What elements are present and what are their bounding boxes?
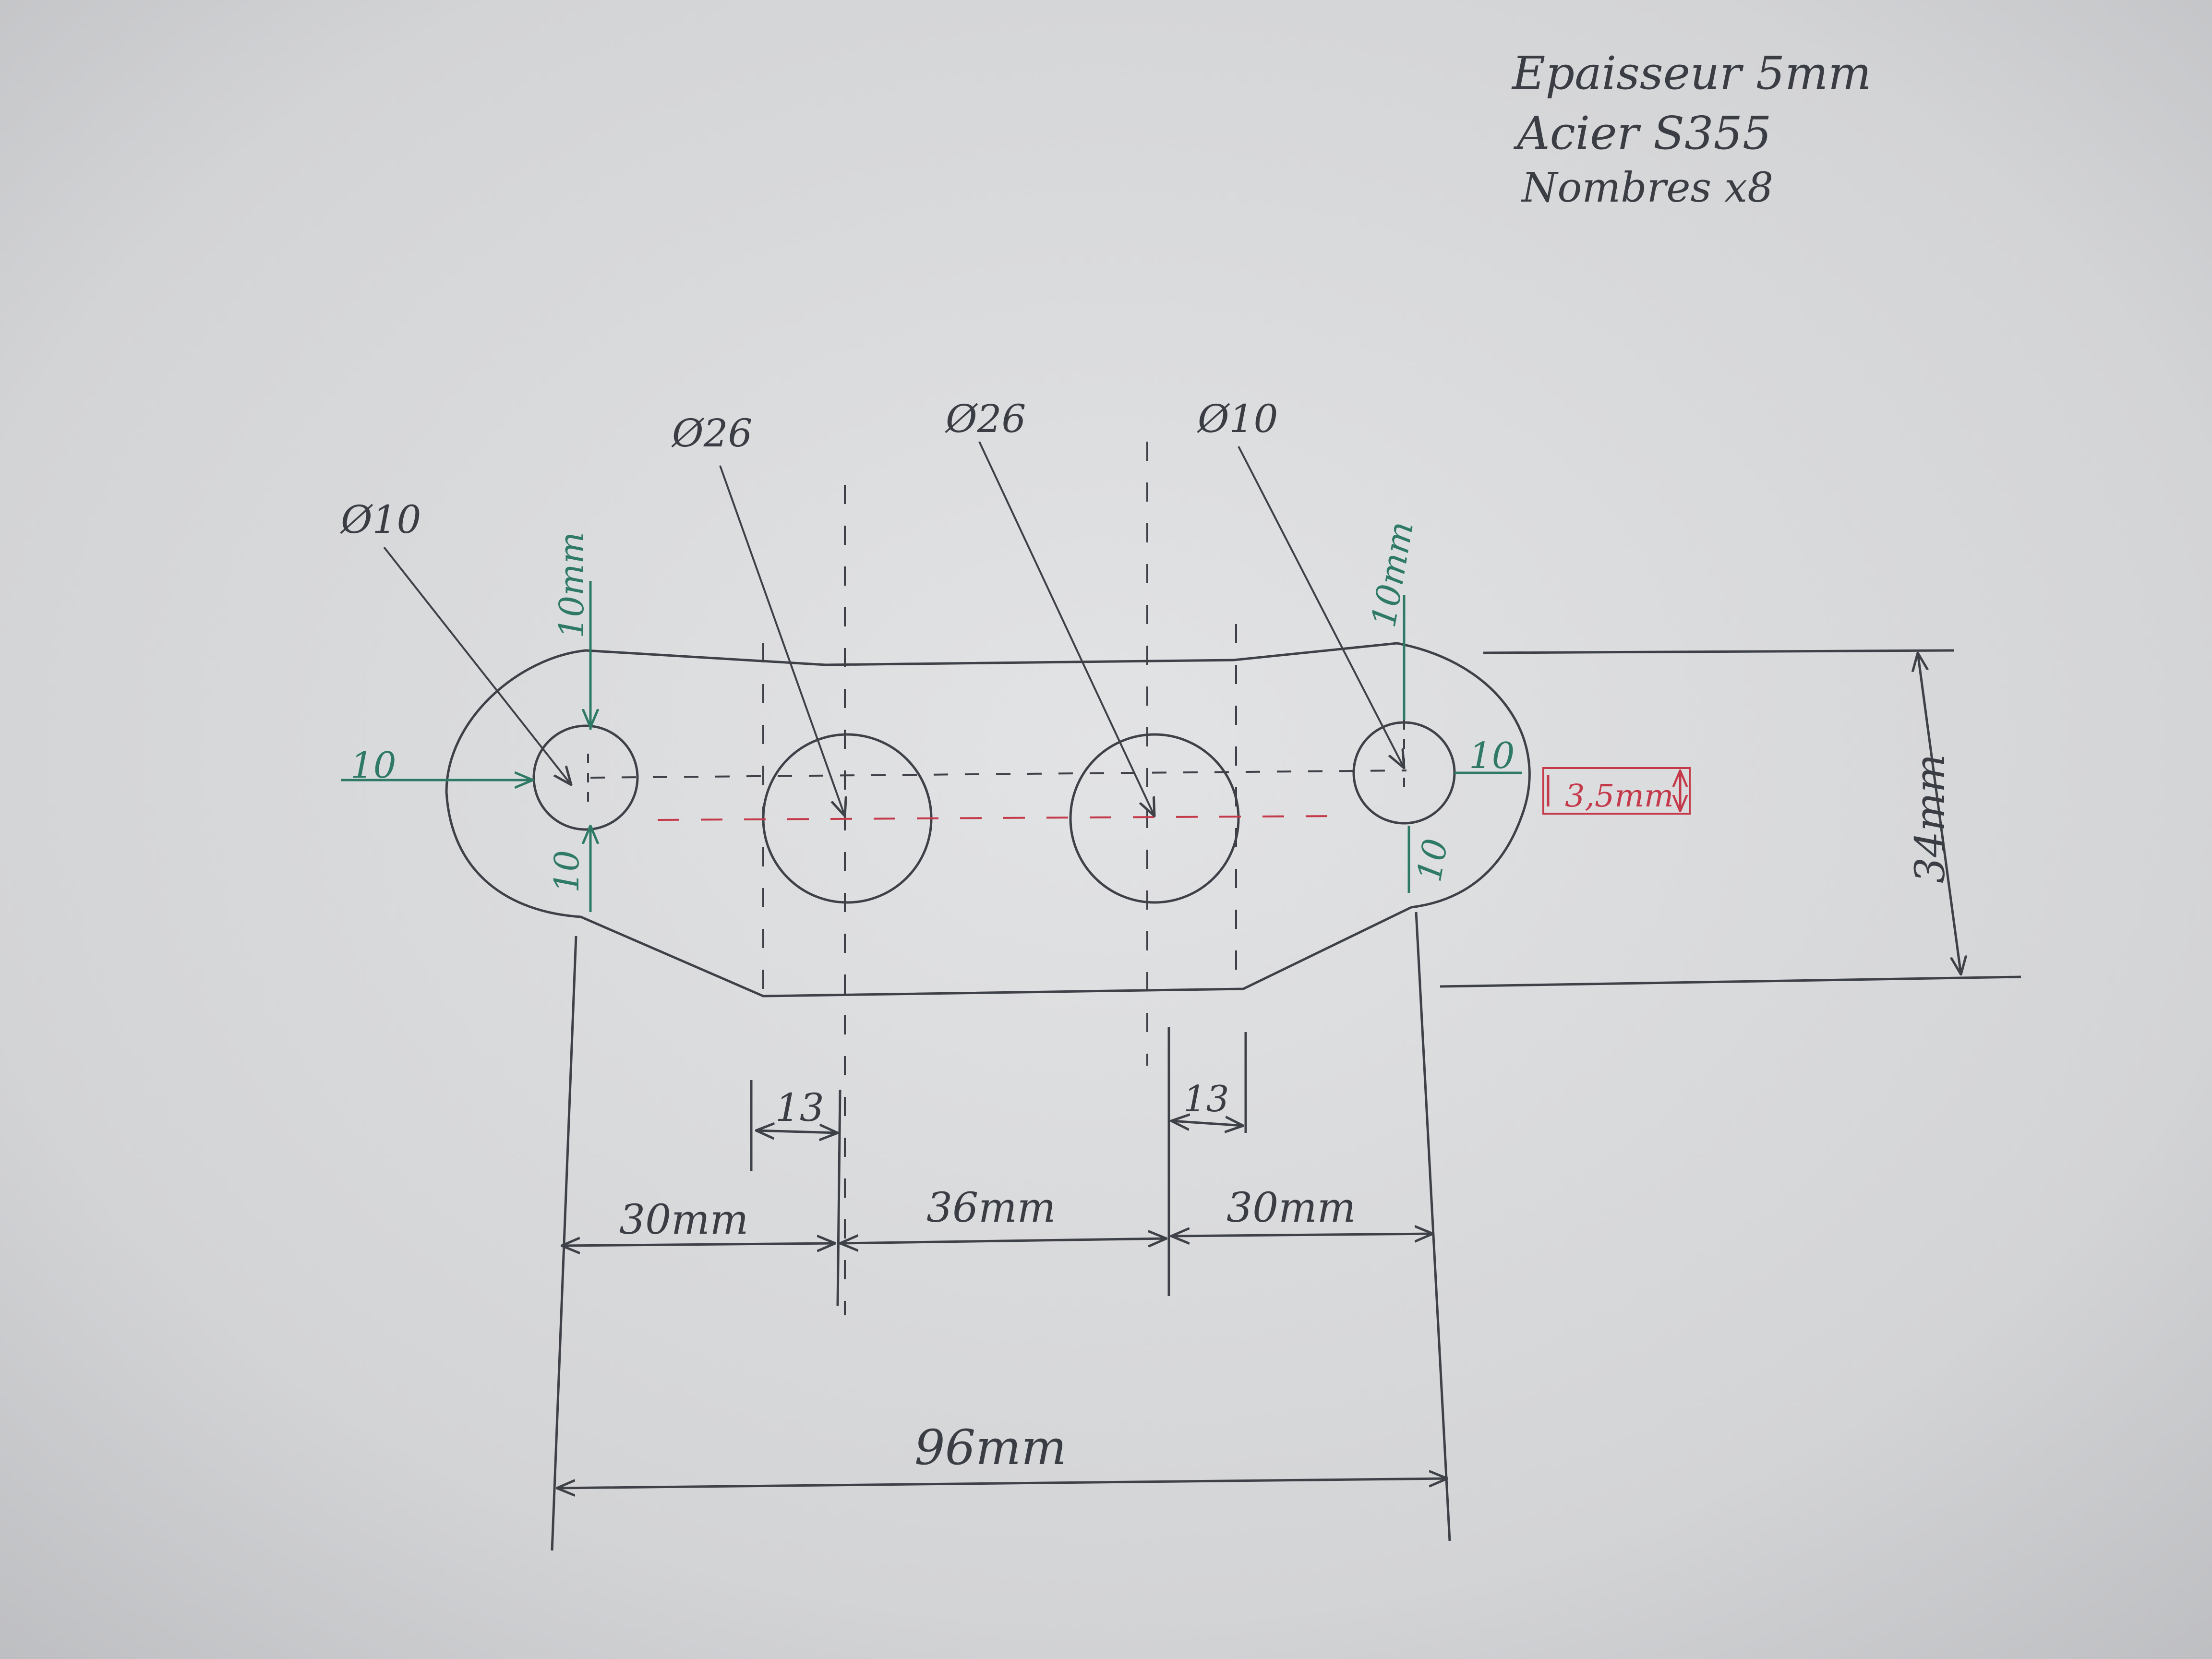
dim-chamfer-left: 13 [775,1085,824,1130]
dim-right-bottom: 10 [1409,836,1455,885]
dim-span-left: 30mm [619,1196,748,1244]
height-dimension: 34mm [1440,649,2021,988]
dim-left-margin: 10 [350,744,396,786]
part-outline [445,642,1531,998]
note-quantity: Nombres x8 [1521,164,1773,212]
label-hole-right-large: Ø26 [945,397,1026,441]
dim-left-top: 10mm [552,532,591,638]
dim-right-margin: 10 [1469,734,1515,777]
hole-right-large [1069,733,1240,904]
construction-lines [587,442,1407,1315]
dim-overall: 96mm [914,1419,1067,1476]
dim-offset: 3,5mm [1565,778,1674,814]
dim-span-middle: 36mm [926,1184,1056,1232]
hole-leaders [383,441,1404,816]
dim-span-right: 30mm [1226,1184,1356,1232]
notes-block: Epaisseur 5mm Acier S355 Nombres x8 [1511,47,1871,212]
offset-dimension: 3,5mm [1542,767,1691,815]
dim-chamfer-right: 13 [1183,1078,1229,1120]
note-material: Acier S355 [1513,107,1771,160]
dim-left-bottom: 10 [547,850,587,893]
label-hole-right-small: Ø10 [1197,397,1278,441]
dim-height: 34mm [1907,754,1954,883]
note-thickness: Epaisseur 5mm [1511,47,1871,100]
label-hole-left-large: Ø26 [671,411,752,456]
label-hole-left-small: Ø10 [340,497,421,542]
length-dimensions: 13 13 30mm 36mm 30mm 96mm [551,912,1451,1551]
hole-labels: Ø10 Ø26 Ø26 Ø10 [340,397,1278,542]
